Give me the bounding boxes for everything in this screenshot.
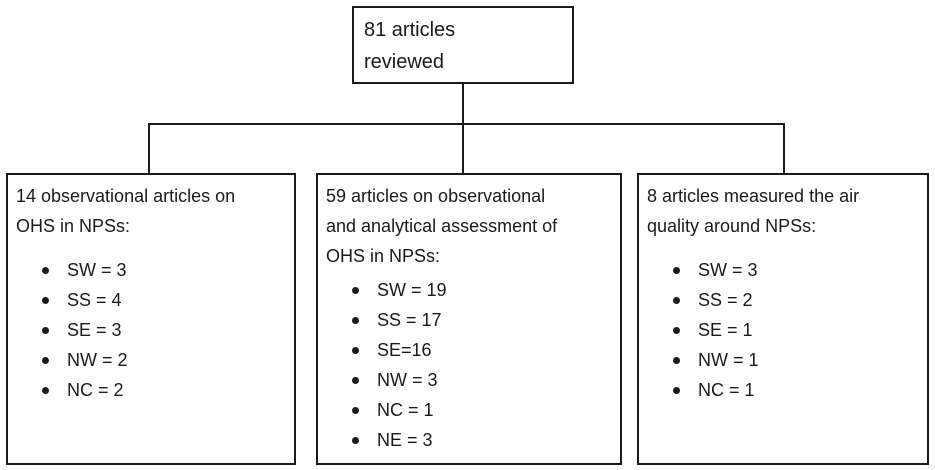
list-item-text: NW = 3 bbox=[377, 370, 438, 390]
bullet-icon bbox=[42, 356, 49, 364]
bullet-icon bbox=[352, 346, 359, 354]
connector-root-down bbox=[462, 84, 464, 124]
list-item: NC = 2 bbox=[16, 375, 286, 405]
root-box-label: 81 articles reviewed bbox=[364, 19, 456, 73]
bullet-icon bbox=[352, 286, 359, 294]
bullet-icon bbox=[673, 266, 680, 274]
bullet-icon bbox=[352, 376, 359, 384]
connector-middle-down bbox=[462, 123, 464, 173]
bullet-icon bbox=[352, 436, 359, 444]
list-item: SS = 2 bbox=[647, 285, 919, 315]
list-item-text: SE = 1 bbox=[698, 320, 753, 340]
list-item: SE=16 bbox=[326, 335, 612, 365]
list-item-text: SS = 4 bbox=[67, 290, 122, 310]
list-item: SS = 17 bbox=[326, 305, 612, 335]
bullet-icon bbox=[42, 266, 49, 274]
bullet-icon bbox=[42, 386, 49, 394]
box-heading: 8 articles measured the air quality arou… bbox=[647, 186, 860, 236]
list-item-text: SW = 3 bbox=[67, 260, 127, 280]
list-item-text: SE = 3 bbox=[67, 320, 122, 340]
list-item: SS = 4 bbox=[16, 285, 286, 315]
bullet-icon bbox=[42, 296, 49, 304]
connector-right-down bbox=[783, 123, 785, 173]
list-item-text: NC = 1 bbox=[377, 400, 434, 420]
analytical-articles-box: 59 articles on observational and analyti… bbox=[316, 173, 622, 465]
list-item: SW = 3 bbox=[647, 255, 919, 285]
list-item: SW = 19 bbox=[326, 275, 612, 305]
bullet-icon bbox=[673, 386, 680, 394]
box-heading: 59 articles on observational and analyti… bbox=[326, 186, 558, 266]
bullet-icon bbox=[352, 316, 359, 324]
list-item: SW = 3 bbox=[16, 255, 286, 285]
list-item: NC = 1 bbox=[647, 375, 919, 405]
bullet-icon bbox=[673, 356, 680, 364]
list-item-text: NW = 1 bbox=[698, 350, 759, 370]
connector-left-down bbox=[148, 123, 150, 173]
bullet-icon bbox=[42, 326, 49, 334]
list-item: NW = 2 bbox=[16, 345, 286, 375]
region-list: SW = 3 SS = 4 SE = 3 NW = 2 NC = 2 bbox=[16, 255, 286, 405]
list-item: NW = 3 bbox=[326, 365, 612, 395]
list-item-text: NC = 1 bbox=[698, 380, 755, 400]
list-item: NW = 1 bbox=[647, 345, 919, 375]
bullet-icon bbox=[352, 406, 359, 414]
list-item-text: SS = 2 bbox=[698, 290, 753, 310]
list-item-text: SW = 19 bbox=[377, 280, 447, 300]
list-item-text: NC = 2 bbox=[67, 380, 124, 400]
list-item-text: NE = 3 bbox=[377, 430, 433, 450]
box-heading: 14 observational articles on OHS in NPSs… bbox=[16, 186, 236, 236]
list-item-text: SW = 3 bbox=[698, 260, 758, 280]
air-quality-articles-box: 8 articles measured the air quality arou… bbox=[637, 173, 929, 465]
list-item: SE = 1 bbox=[647, 315, 919, 345]
region-list: SW = 3 SS = 2 SE = 1 NW = 1 NC = 1 bbox=[647, 255, 919, 405]
bullet-icon bbox=[673, 296, 680, 304]
bullet-icon bbox=[673, 326, 680, 334]
root-box: 81 articles reviewed bbox=[352, 6, 574, 84]
list-item-text: SE=16 bbox=[377, 340, 432, 360]
connector-horizontal bbox=[148, 123, 785, 125]
list-item-text: NW = 2 bbox=[67, 350, 128, 370]
region-list: SW = 19 SS = 17 SE=16 NW = 3 NC = 1 NE =… bbox=[326, 275, 612, 455]
list-item: NC = 1 bbox=[326, 395, 612, 425]
list-item: NE = 3 bbox=[326, 425, 612, 455]
observational-articles-box: 14 observational articles on OHS in NPSs… bbox=[6, 173, 296, 465]
list-item-text: SS = 17 bbox=[377, 310, 442, 330]
list-item: SE = 3 bbox=[16, 315, 286, 345]
